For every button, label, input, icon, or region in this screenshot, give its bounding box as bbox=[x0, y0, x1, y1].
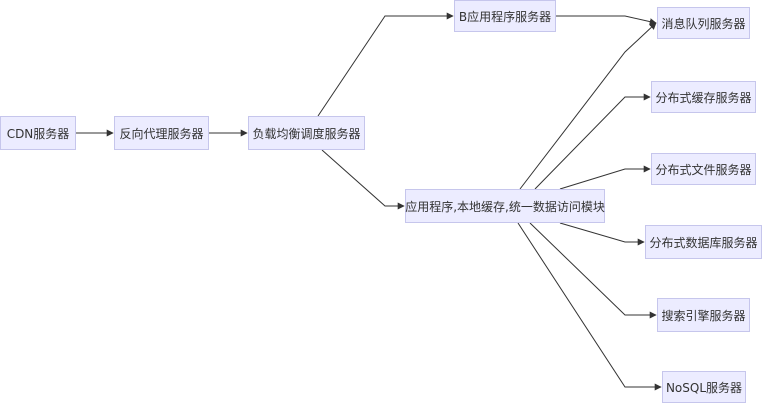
node-label: 分布式文件服务器 bbox=[655, 162, 752, 177]
node-label: 分布式缓存服务器 bbox=[655, 90, 752, 105]
node-distributed-cache-server: 分布式缓存服务器 bbox=[651, 81, 756, 113]
edge-load_balancer-to-app_b bbox=[317, 12, 454, 117]
edge-app_main-to-dist_file bbox=[559, 165, 651, 190]
edge-app_b-to-mq bbox=[556, 15, 657, 26]
node-distributed-database-server: 分布式数据库服务器 bbox=[645, 225, 762, 259]
edge-app_main-to-search bbox=[529, 222, 657, 319]
node-distributed-file-server: 分布式文件服务器 bbox=[651, 153, 756, 185]
node-label: 搜索引擎服务器 bbox=[661, 308, 746, 323]
node-search-engine-server: 搜索引擎服务器 bbox=[657, 298, 750, 332]
node-label: 消息队列服务器 bbox=[661, 16, 746, 31]
node-message-queue-server: 消息队列服务器 bbox=[657, 7, 750, 39]
edge-app_main-to-nosql bbox=[517, 222, 662, 391]
edge-app_main-to-mq bbox=[519, 22, 657, 190]
node-label: B应用程序服务器 bbox=[458, 9, 552, 24]
edge-app_main-to-dist_db bbox=[559, 222, 645, 246]
node-label: NoSQL服务器 bbox=[665, 380, 743, 395]
node-app-main-module: 应用程序,本地缓存,统一数据访问模块 bbox=[405, 189, 605, 223]
node-label: 负载均衡调度服务器 bbox=[252, 126, 361, 141]
node-label: 反向代理服务器 bbox=[119, 126, 204, 141]
node-app-b-server: B应用程序服务器 bbox=[454, 0, 556, 32]
edge-load_balancer-to-app_main bbox=[321, 149, 405, 210]
node-nosql-server: NoSQL服务器 bbox=[662, 371, 746, 403]
node-label: 应用程序,本地缓存,统一数据访问模块 bbox=[405, 199, 605, 214]
node-label: 分布式数据库服务器 bbox=[649, 235, 758, 250]
node-cdn-server: CDN服务器 bbox=[0, 116, 76, 150]
node-load-balancer-server: 负载均衡调度服务器 bbox=[248, 116, 365, 150]
node-reverse-proxy-server: 反向代理服务器 bbox=[114, 116, 209, 150]
node-label: CDN服务器 bbox=[6, 126, 70, 141]
edge-app_main-to-dist_cache bbox=[534, 93, 651, 190]
